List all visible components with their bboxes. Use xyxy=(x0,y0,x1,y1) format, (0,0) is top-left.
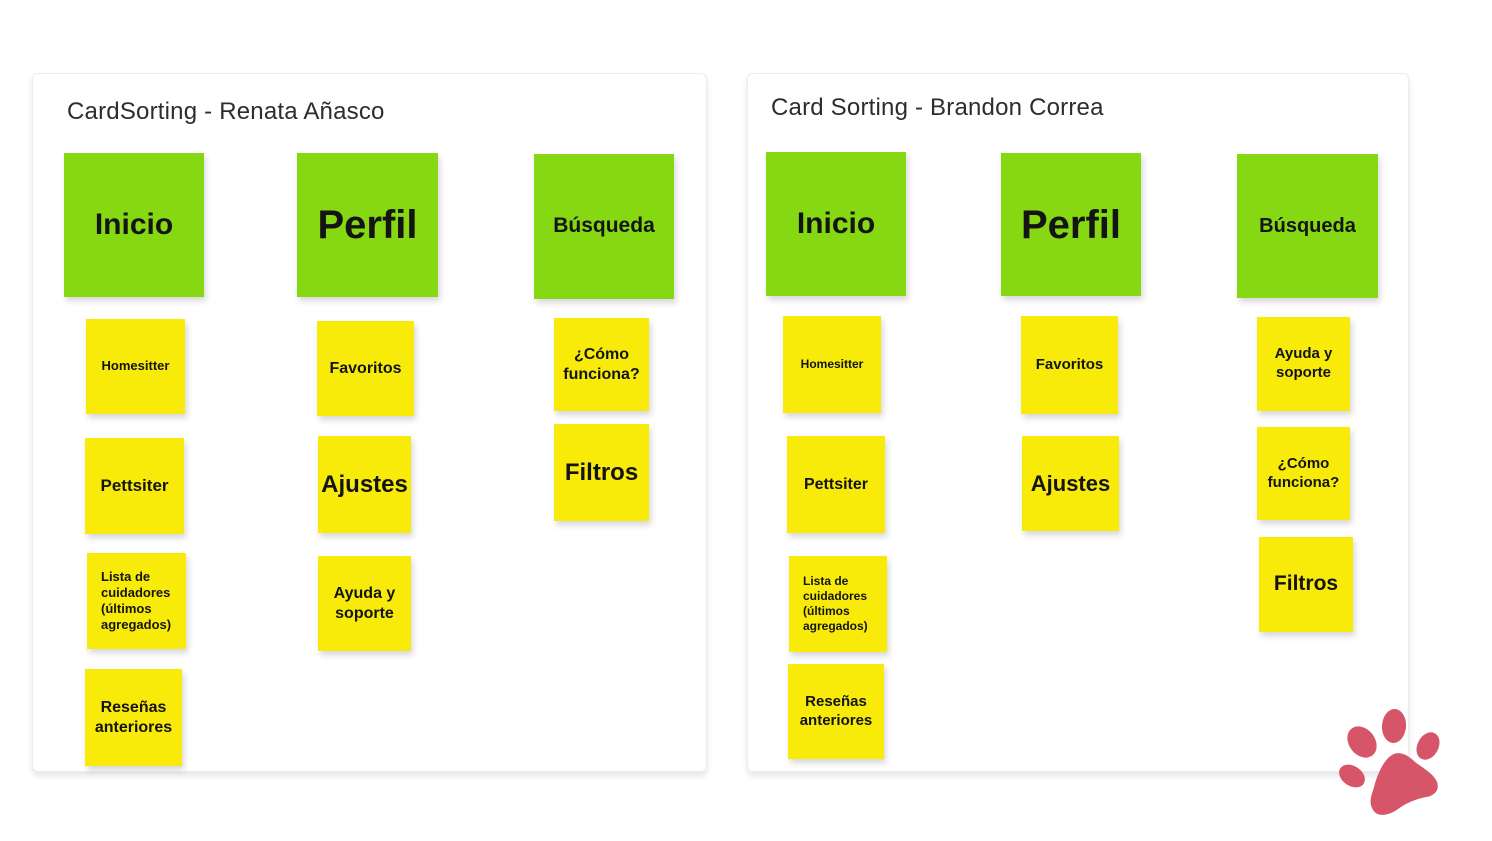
board-title: Card Sorting - Brandon Correa xyxy=(771,94,1104,121)
sticky-note-como-funciona[interactable]: ¿Cómo funciona? xyxy=(1257,427,1350,520)
sticky-note-como-funciona[interactable]: ¿Cómo funciona? xyxy=(554,318,649,411)
sticky-note-favoritos[interactable]: Favoritos xyxy=(317,321,414,416)
board-title: CardSorting - Renata Añasco xyxy=(67,98,385,125)
sticky-note-ajustes[interactable]: Ajustes xyxy=(1022,436,1119,531)
sticky-note-ayuda-soporte[interactable]: Ayuda y soporte xyxy=(318,556,411,651)
sticky-note-lista-cuidadores[interactable]: Lista de cuidadores (últimos agregados) xyxy=(789,556,887,652)
sticky-note-lista-cuidadores[interactable]: Lista de cuidadores (últimos agregados) xyxy=(87,553,186,649)
sticky-note-ayuda-soporte[interactable]: Ayuda y soporte xyxy=(1257,317,1350,411)
board-renata: CardSorting - Renata Añasco Inicio Perfi… xyxy=(32,73,707,772)
sticky-note-resenas-anteriores[interactable]: Reseñas anteriores xyxy=(788,664,884,759)
category-card-inicio[interactable]: Inicio xyxy=(766,152,906,296)
category-card-inicio[interactable]: Inicio xyxy=(64,153,204,297)
sticky-note-favoritos[interactable]: Favoritos xyxy=(1021,316,1118,414)
board-brandon: Card Sorting - Brandon Correa Inicio Per… xyxy=(747,73,1409,772)
category-card-busqueda[interactable]: Búsqueda xyxy=(534,154,674,299)
category-card-perfil[interactable]: Perfil xyxy=(1001,153,1141,296)
sticky-note-homesitter[interactable]: Homesitter xyxy=(86,319,185,414)
paw-print-icon xyxy=(1339,709,1440,815)
sticky-note-resenas-anteriores[interactable]: Reseñas anteriores xyxy=(85,669,182,766)
sticky-note-pettsiter[interactable]: Pettsiter xyxy=(787,436,885,533)
category-card-perfil[interactable]: Perfil xyxy=(297,153,438,297)
sticky-note-filtros[interactable]: Filtros xyxy=(1259,537,1353,632)
sticky-note-ajustes[interactable]: Ajustes xyxy=(318,436,411,533)
category-card-busqueda[interactable]: Búsqueda xyxy=(1237,154,1378,298)
sticky-note-filtros[interactable]: Filtros xyxy=(554,424,649,521)
sticky-note-homesitter[interactable]: Homesitter xyxy=(783,316,881,413)
sticky-note-pettsiter[interactable]: Pettsiter xyxy=(85,438,184,534)
